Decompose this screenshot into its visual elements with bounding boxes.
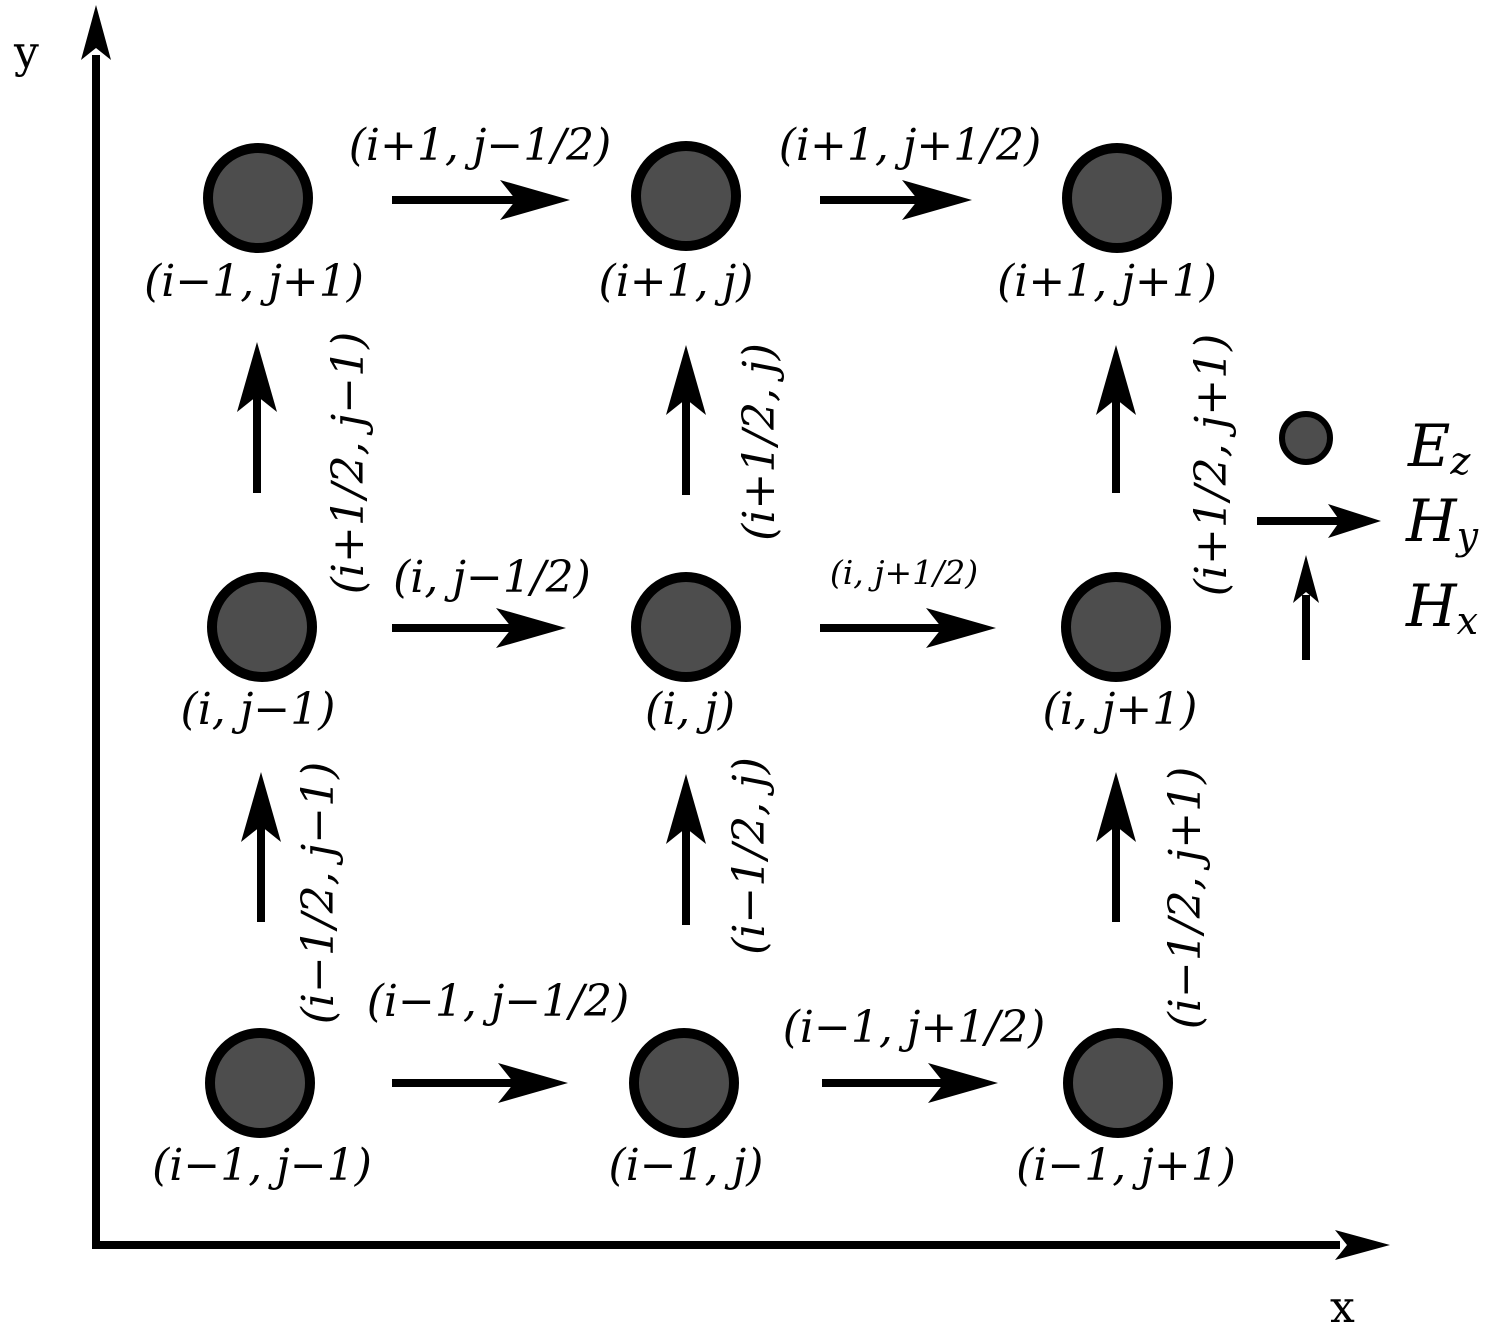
hy-arrow-head xyxy=(902,180,972,220)
hy-arrow-head xyxy=(496,608,566,648)
legend-hy-letter: H xyxy=(1405,487,1458,555)
node-label: (i+1, j) xyxy=(599,256,754,307)
hx-labels: (i+1/2, j−1) (i+1/2, j) (i+1/2, j+1) (i−… xyxy=(293,332,1237,1030)
hx-arrow-head xyxy=(237,342,277,412)
node-label: (i+1, j+1) xyxy=(997,256,1217,307)
node-label: (i, j+1) xyxy=(1043,684,1198,735)
ez-node xyxy=(629,1028,739,1138)
legend-hy-head xyxy=(1328,504,1381,538)
node-labels: (i−1, j+1) (i+1, j) (i+1, j+1) (i, j−1) … xyxy=(144,256,1236,1191)
legend-hx-letter: H xyxy=(1405,572,1458,640)
ez-node xyxy=(631,141,741,251)
hx-label: (i+1/2, j+1) xyxy=(1186,334,1237,597)
y-axis-arrowhead xyxy=(81,5,111,60)
node-label: (i−1, j−1) xyxy=(152,1140,372,1191)
legend-hx-head xyxy=(1293,555,1319,603)
hy-label: (i, j−1/2) xyxy=(393,552,591,603)
hy-arrow-head xyxy=(926,608,996,648)
hx-label: (i+1/2, j−1) xyxy=(323,332,374,595)
hy-arrow-head xyxy=(498,1063,568,1103)
ez-node xyxy=(1062,143,1172,253)
legend-hy-label: Hy xyxy=(1405,487,1479,558)
ez-node xyxy=(207,572,317,682)
hy-labels: (i+1, j−1/2) (i+1, j+1/2) (i, j−1/2) (i,… xyxy=(349,120,1046,1053)
hy-label: (i+1, j−1/2) xyxy=(349,120,612,171)
hy-label: (i−1, j−1/2) xyxy=(367,976,630,1027)
ez-node xyxy=(1063,1028,1173,1138)
legend-ez-marker xyxy=(1279,411,1333,465)
hx-label: (i+1/2, j) xyxy=(734,343,785,541)
hx-arrow-head xyxy=(1096,345,1136,415)
node-label: (i−1, j+1) xyxy=(144,256,364,307)
ez-node xyxy=(631,572,741,682)
legend-ez-subscript: z xyxy=(1449,439,1471,483)
node-label: (i−1, j) xyxy=(609,1140,764,1191)
hy-arrows xyxy=(392,180,998,1103)
ez-node xyxy=(203,143,313,253)
ez-node xyxy=(1061,572,1171,682)
hx-arrows xyxy=(237,342,1136,925)
hx-label: (i−1/2, j) xyxy=(724,757,775,955)
hx-arrow-head xyxy=(666,774,706,844)
ez-nodes xyxy=(203,141,1173,1138)
hx-arrow-head xyxy=(666,345,706,415)
hx-arrow-head xyxy=(241,772,281,842)
hx-arrow-head xyxy=(1096,772,1136,842)
hy-label: (i, j+1/2) xyxy=(830,553,978,592)
node-label: (i−1, j+1) xyxy=(1016,1140,1236,1191)
node-label: (i, j) xyxy=(645,684,735,735)
legend-ez-label: Ez xyxy=(1407,412,1471,483)
hy-arrow-head xyxy=(928,1063,998,1103)
legend: Ez Hy Hx xyxy=(1257,411,1479,660)
hy-label: (i−1, j+1/2) xyxy=(783,1002,1046,1053)
ez-node xyxy=(205,1028,315,1138)
x-axis-label: x xyxy=(1330,1282,1355,1333)
legend-ez-letter: E xyxy=(1407,412,1450,480)
hy-label: (i+1, j+1/2) xyxy=(779,120,1042,171)
hx-label: (i−1/2, j−1) xyxy=(293,762,344,1025)
hy-arrow-head xyxy=(500,180,570,220)
hx-label: (i−1/2, j+1) xyxy=(1160,767,1211,1030)
node-label: (i, j−1) xyxy=(181,684,336,735)
axes: y x xyxy=(13,5,1390,1333)
legend-hy-subscript: y xyxy=(1455,514,1479,558)
x-axis-arrowhead xyxy=(1335,1230,1390,1260)
y-axis-label: y xyxy=(13,27,39,78)
legend-hx-label: Hx xyxy=(1405,572,1478,643)
legend-hx-subscript: x xyxy=(1457,599,1478,643)
